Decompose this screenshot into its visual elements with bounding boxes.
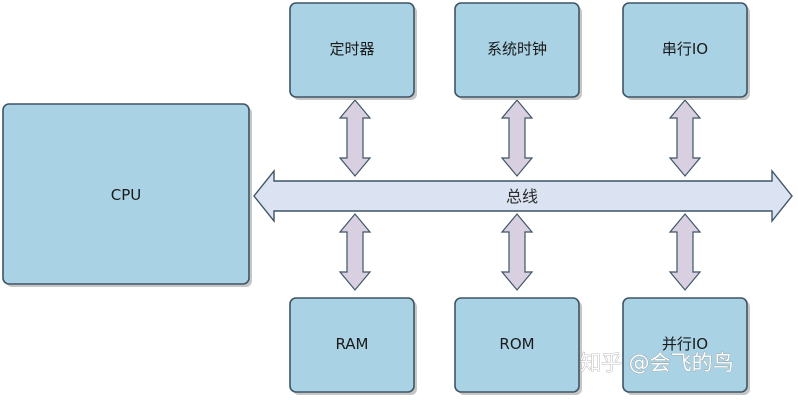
device-rom: ROM: [454, 297, 582, 395]
cpu-label: CPU: [111, 186, 142, 204]
connector-parallel-io: [668, 213, 702, 291]
device-serial-io: 串行IO: [622, 2, 750, 100]
system-bus: 总线: [253, 169, 793, 223]
connector-ram: [338, 213, 372, 291]
connector-timer: [338, 99, 372, 177]
device-label: 定时器: [329, 40, 374, 58]
device-label: 系统时钟: [487, 40, 547, 58]
connector-serial-io: [668, 99, 702, 177]
device-label: ROM: [499, 335, 534, 353]
bus-label: 总线: [506, 187, 538, 206]
device-label: 并行IO: [662, 335, 708, 353]
device-parallel-io: 并行IO: [622, 297, 750, 395]
connector-rom: [500, 213, 534, 291]
device-system-clock: 系统时钟: [454, 2, 582, 100]
watermark: 知乎 @会飞的鸟: [580, 351, 734, 375]
cpu-block: CPU: [2, 103, 252, 287]
connector-system-clock: [500, 99, 534, 177]
device-label: 串行IO: [662, 40, 708, 58]
device-label: RAM: [335, 335, 368, 353]
device-ram: RAM: [289, 297, 417, 395]
device-timer: 定时器: [289, 2, 417, 100]
